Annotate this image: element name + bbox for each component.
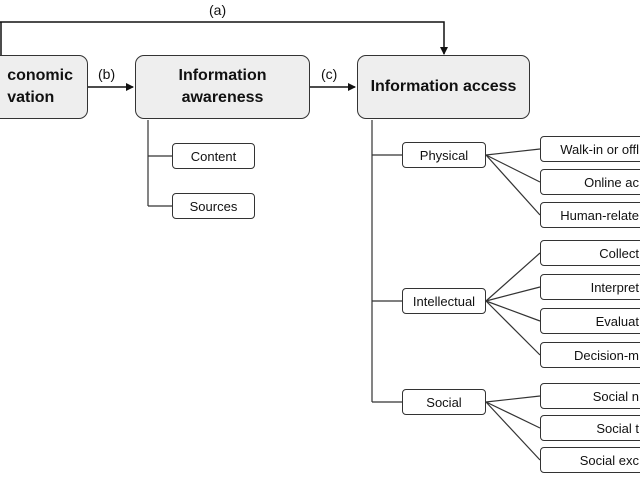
social-node: Social: [402, 389, 486, 415]
economic-motivation-line1: conomic: [7, 67, 73, 84]
arrow-a: [0, 21, 448, 55]
fan-social-3: [485, 401, 541, 461]
economic-motivation-line2: vation: [7, 89, 55, 106]
information-access-node: Information access: [357, 55, 530, 119]
intellectual-leaf-evaluate: Evaluat: [540, 308, 640, 334]
fan-physical-2: [485, 154, 541, 183]
information-awareness-line2: awareness: [181, 89, 264, 106]
information-awareness-line1: Information: [178, 67, 267, 84]
intellectual-leaf-collect: Collect: [540, 240, 640, 266]
intellectual-leaf-interpret: Interpret: [540, 274, 640, 300]
content-node: Content: [172, 143, 255, 169]
fan-social-1: [485, 395, 541, 403]
fan-social-2: [485, 401, 541, 429]
intellectual-leaf-decision: Decision-m: [540, 342, 640, 368]
edge-label-a: (a): [209, 2, 227, 18]
edge-label-b: (b): [98, 66, 116, 82]
edge-label-c: (c): [321, 66, 338, 82]
social-leaf-t: Social t: [540, 415, 640, 441]
physical-leaf-walk-in: Walk-in or offl: [540, 136, 640, 162]
fan-physical-3: [485, 154, 541, 216]
fan-physical-1: [485, 148, 541, 156]
fan-intellectual-2: [485, 286, 541, 302]
physical-node: Physical: [402, 142, 486, 168]
social-leaf-network: Social n: [540, 383, 640, 409]
information-awareness-node: Information awareness: [135, 55, 310, 119]
physical-leaf-human-related: Human-relate: [540, 202, 640, 228]
physical-leaf-online: Online ac: [540, 169, 640, 195]
fan-intellectual-4: [485, 300, 541, 356]
sources-node: Sources: [172, 193, 255, 219]
intellectual-node: Intellectual: [402, 288, 486, 314]
economic-motivation-node: conomic vation: [0, 55, 88, 119]
social-leaf-exc: Social exc: [540, 447, 640, 473]
fan-intellectual-1: [485, 252, 541, 302]
fan-intellectual-3: [485, 300, 541, 322]
